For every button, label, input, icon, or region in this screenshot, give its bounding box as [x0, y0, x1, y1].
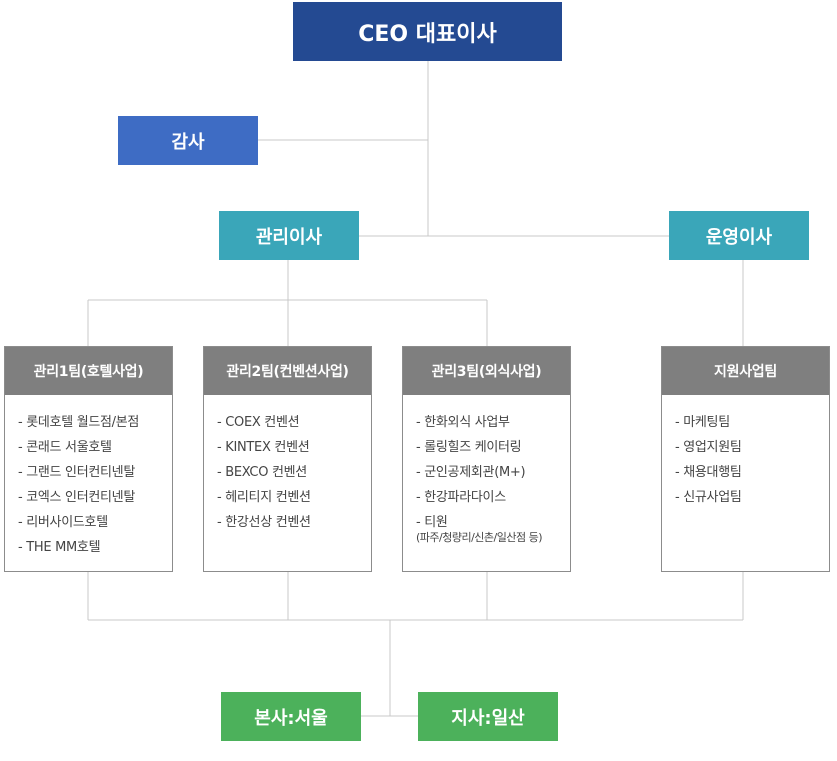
team-title: 관리1팀(호텔사업)	[5, 347, 172, 395]
list-item: - 헤리티지 컨벤션	[217, 490, 311, 505]
list-item: - 롯데호텔 월드점/본점	[18, 415, 140, 430]
team-support: 지원사업팀 - 마케팅팀 - 영업지원팀 - 채용대행팀 - 신규사업팀	[661, 346, 830, 572]
list-item: - 군인공제회관(M+)	[416, 465, 526, 480]
team-items: - 한화외식 사업부 - 롤링힐즈 케이터링 - 군인공제회관(M+) - 한강…	[403, 395, 570, 544]
audit-box: 감사	[118, 116, 258, 165]
list-item: - THE MM호텔	[18, 540, 101, 555]
list-item: - 한강선상 컨벤션	[217, 515, 311, 530]
list-item: - 코엑스 인터컨티넨탈	[18, 490, 136, 505]
team-items: - COEX 컨벤션 - KINTEX 컨벤션 - BEXCO 컨벤션 - 헤리…	[204, 395, 371, 535]
team-convention: 관리2팀(컨벤션사업) - COEX 컨벤션 - KINTEX 컨벤션 - BE…	[203, 346, 372, 572]
list-item: - 영업지원팀	[675, 440, 742, 455]
list-item: - 마케팅팀	[675, 415, 730, 430]
management-director-box: 관리이사	[219, 211, 359, 260]
list-item: - 티원 (파주/청량리/신촌/일산점 등)	[416, 510, 570, 544]
list-item: - 리버사이드호텔	[18, 515, 108, 530]
list-item: - 신규사업팀	[675, 490, 742, 505]
headquarters-box: 본사:서울	[221, 692, 361, 741]
list-item: - 그랜드 인터컨티넨탈	[18, 465, 136, 480]
list-item: - KINTEX 컨벤션	[217, 440, 310, 455]
team-items: - 롯데호텔 월드점/본점 - 콘래드 서울호텔 - 그랜드 인터컨티넨탈 - …	[5, 395, 172, 560]
list-item: - 롤링힐즈 케이터링	[416, 440, 522, 455]
team-dining: 관리3팀(외식사업) - 한화외식 사업부 - 롤링힐즈 케이터링 - 군인공제…	[402, 346, 571, 572]
list-item: - 한화외식 사업부	[416, 415, 510, 430]
ceo-box: CEO 대표이사	[293, 2, 562, 61]
list-item: - BEXCO 컨벤션	[217, 465, 307, 480]
branch-office-box: 지사:일산	[418, 692, 558, 741]
team-items: - 마케팅팀 - 영업지원팀 - 채용대행팀 - 신규사업팀	[662, 395, 829, 510]
list-item: - 콘래드 서울호텔	[18, 440, 112, 455]
team-hotel: 관리1팀(호텔사업) - 롯데호텔 월드점/본점 - 콘래드 서울호텔 - 그랜…	[4, 346, 173, 572]
list-item: - 한강파라다이스	[416, 490, 506, 505]
team-title: 지원사업팀	[662, 347, 829, 395]
list-item: - COEX 컨벤션	[217, 415, 300, 430]
operations-director-box: 운영이사	[669, 211, 809, 260]
list-item: - 채용대행팀	[675, 465, 742, 480]
list-item-note: (파주/청량리/신촌/일산점 등)	[416, 531, 543, 544]
team-title: 관리3팀(외식사업)	[403, 347, 570, 395]
team-title: 관리2팀(컨벤션사업)	[204, 347, 371, 395]
